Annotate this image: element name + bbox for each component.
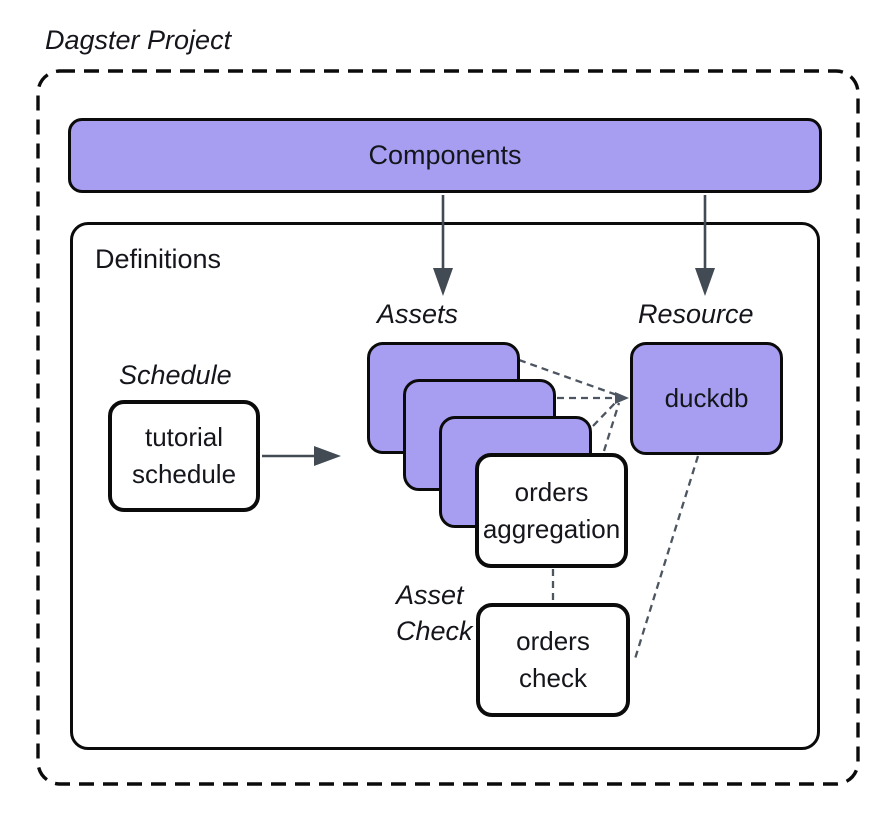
schedule-category-label: Schedule	[119, 360, 232, 390]
diagram-title: Dagster Project	[45, 25, 232, 55]
duckdb-label: duckdb	[664, 383, 749, 414]
components-bar: Components	[68, 118, 822, 193]
assets-category-label: Assets	[377, 299, 459, 329]
components-label: Components	[368, 140, 522, 170]
orders-aggregation-node: orders aggregation	[475, 453, 628, 568]
definitions-label: Definitions	[95, 244, 222, 274]
resource-category-label: Resource	[638, 299, 754, 329]
duckdb-resource-node: duckdb	[630, 342, 783, 455]
tutorial-schedule-node: tutorial schedule	[108, 400, 260, 512]
orders-aggregation-label: orders aggregation	[482, 476, 621, 544]
orders-check-label: orders check	[516, 626, 590, 693]
tutorial-schedule-label: tutorial schedule	[131, 422, 237, 489]
orders-check-node: orders check	[476, 603, 630, 717]
